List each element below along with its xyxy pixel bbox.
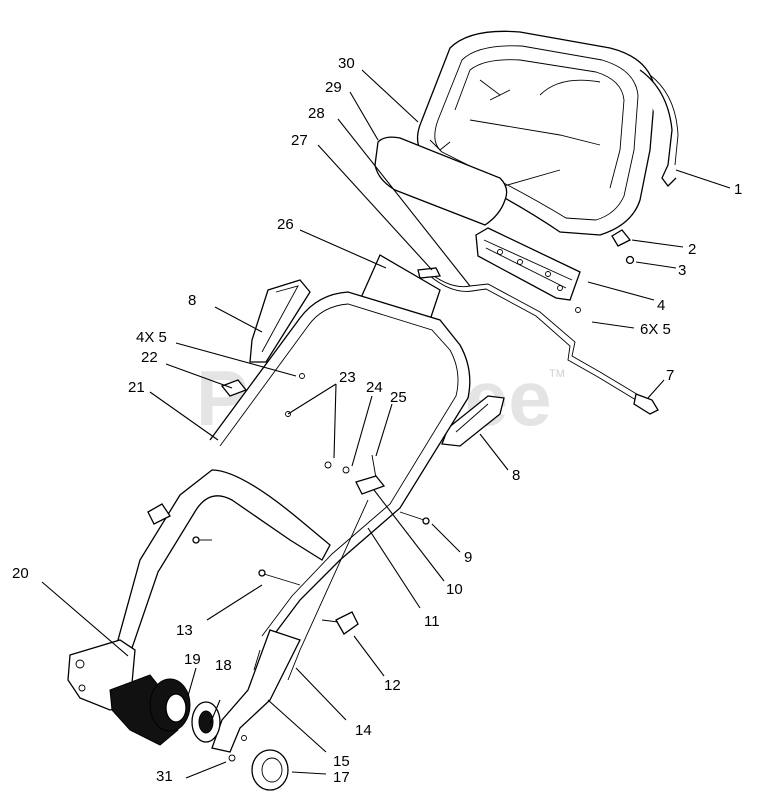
part-14-lower-leg xyxy=(211,629,301,753)
parts-23-24-25-hardware xyxy=(324,454,386,495)
upper-handle xyxy=(209,291,471,641)
callout-6x5: 6X 5 xyxy=(640,321,671,338)
part-18-bushing xyxy=(191,701,221,743)
part-12-knob xyxy=(321,611,359,635)
callout-20: 20 xyxy=(12,565,29,582)
callout-14: 14 xyxy=(355,722,372,739)
part-13-bolt xyxy=(258,569,301,586)
leader-lines xyxy=(41,69,731,779)
watermark-trademark: TM xyxy=(549,368,565,380)
callout-10: 10 xyxy=(446,581,463,598)
callout-1: 1 xyxy=(734,181,742,198)
part-11-rod xyxy=(287,499,369,681)
callout-13: 13 xyxy=(176,622,193,639)
callout-26: 26 xyxy=(277,216,294,233)
callout-30: 30 xyxy=(338,55,355,72)
part-4x5-screws xyxy=(285,373,305,417)
callout-23: 23 xyxy=(339,369,356,386)
callout-8-right: 8 xyxy=(512,467,520,484)
callout-7: 7 xyxy=(666,367,674,384)
callout-27: 27 xyxy=(291,132,308,149)
part-3-nut xyxy=(625,255,635,265)
part-4-bracket xyxy=(475,227,581,313)
callout-9: 9 xyxy=(464,549,472,566)
callout-11: 11 xyxy=(424,613,440,630)
part-21-lower-handle xyxy=(117,469,331,649)
callout-31: 31 xyxy=(156,768,173,785)
callout-4: 4 xyxy=(657,297,665,314)
callout-22: 22 xyxy=(141,349,158,366)
callout-24: 24 xyxy=(366,379,383,396)
part-9-bolt xyxy=(399,511,430,525)
callout-15: 15 xyxy=(333,753,350,770)
callout-28: 28 xyxy=(308,105,325,122)
part-28-cable xyxy=(425,269,641,401)
part-8-left-cover xyxy=(249,279,311,363)
callout-2: 2 xyxy=(688,241,696,258)
left-knob xyxy=(147,503,212,544)
callout-4x5: 4X 5 xyxy=(136,329,167,346)
part-19-hub xyxy=(149,678,191,732)
part-31-bolt xyxy=(228,735,247,762)
callout-29: 29 xyxy=(325,79,342,96)
callout-12: 12 xyxy=(384,677,401,694)
callout-19: 19 xyxy=(184,651,201,668)
callout-17: 17 xyxy=(333,769,350,786)
callout-3: 3 xyxy=(678,262,686,279)
part-17-knob xyxy=(251,749,289,791)
callout-21: 21 xyxy=(128,379,145,396)
part-27-clip xyxy=(417,267,442,279)
callout-18: 18 xyxy=(215,657,232,674)
callout-25: 25 xyxy=(390,389,407,406)
part-29-flap xyxy=(374,136,508,226)
callout-labels: 1 2 3 4 6X 5 7 8 8 9 10 11 12 13 14 15 1… xyxy=(12,55,742,786)
callout-8-left: 8 xyxy=(188,292,196,309)
part-7-cable-end xyxy=(633,393,659,415)
part-22-knob xyxy=(220,379,248,397)
part-2-clip xyxy=(611,229,632,247)
